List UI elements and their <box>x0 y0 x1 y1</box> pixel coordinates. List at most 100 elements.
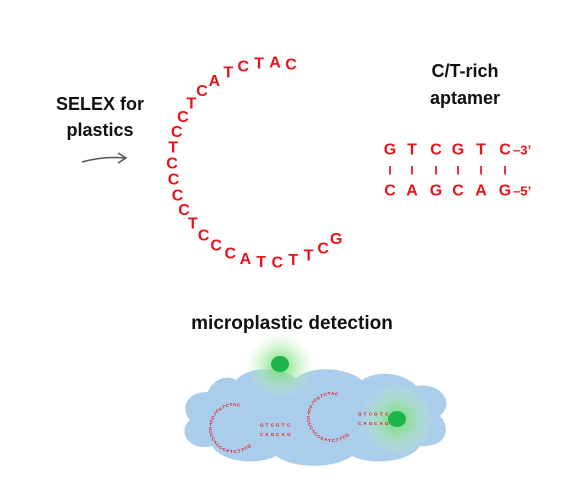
stem-top-base: C <box>287 422 291 427</box>
loop-base: T <box>230 402 233 407</box>
stem-top-base: C <box>271 422 275 427</box>
loop-base: T <box>339 436 342 441</box>
stem-top-base: C <box>499 142 511 159</box>
loop-base: C <box>310 426 314 431</box>
loop-base: A <box>233 402 237 407</box>
five-prime-end: –5’ <box>513 184 531 199</box>
loop-base: C <box>342 435 346 440</box>
stem-top-base: T <box>282 422 285 427</box>
loop-base: T <box>254 55 264 72</box>
loop-base: C <box>177 109 189 126</box>
loop-base: C <box>209 426 213 431</box>
stem-bottom-base: G <box>430 183 442 200</box>
loop-base: C <box>237 402 241 407</box>
stem-bottom-base: C <box>358 421 362 426</box>
loop-base: G <box>330 231 342 248</box>
loop-base: C <box>210 433 214 438</box>
stem-top-base: G <box>358 411 362 416</box>
loop-base: T <box>312 401 315 406</box>
stem-bottom-base: C <box>276 432 280 437</box>
loop-base: C <box>309 404 313 409</box>
loop-base: C <box>324 392 328 397</box>
aptamer-label-line2: aptamer <box>430 88 500 108</box>
loop-base: C <box>223 447 227 452</box>
loop-base: C <box>321 436 325 441</box>
stem-top-base: T <box>380 411 383 416</box>
stem-top-base: G <box>452 142 464 159</box>
loop-base: T <box>209 422 212 427</box>
loop-base: T <box>214 412 217 417</box>
loop-base: C <box>216 443 220 448</box>
stem-top-base: T <box>265 422 268 427</box>
loop-base: C <box>196 83 208 100</box>
stem-bottom-base: C <box>384 183 396 200</box>
loop-base: C <box>210 237 222 254</box>
loop-base: T <box>307 411 310 416</box>
loop-base: A <box>219 406 223 411</box>
loop-base: C <box>317 434 321 439</box>
loop-base: A <box>324 437 328 442</box>
loop-base: T <box>320 393 323 398</box>
loop-base: C <box>308 422 312 427</box>
loop-base: C <box>178 202 190 219</box>
stem-bottom-base: G <box>499 183 511 200</box>
loop-base: T <box>304 248 314 265</box>
stem-bottom-base: C <box>452 183 464 200</box>
stem-bottom-base: A <box>406 183 418 200</box>
stem-top-base: C <box>385 411 389 416</box>
stem-top-base: G <box>374 411 378 416</box>
base-pair-mark: I <box>479 164 482 178</box>
base-pair-mark: I <box>456 164 459 178</box>
loop-base: C <box>307 415 311 420</box>
microplastic-particle-icon <box>271 356 289 372</box>
loop-base: T <box>238 448 241 453</box>
right-arrow-icon <box>81 152 128 164</box>
base-pair-mark: I <box>434 164 437 178</box>
loop-base: T <box>328 438 331 443</box>
stem-bottom-base: G <box>369 421 373 426</box>
loop-base: C <box>317 240 329 257</box>
stem-bottom-base: A <box>379 421 383 426</box>
loop-base: C <box>314 398 318 403</box>
loop-base: T <box>222 404 225 409</box>
stem-bottom-base: G <box>271 432 275 437</box>
stem-top-base: G <box>260 422 264 427</box>
base-pair-mark: I <box>410 164 413 178</box>
loop-base: T <box>230 449 233 454</box>
microplastic-particle-icon <box>388 411 406 427</box>
loop-base: C <box>332 438 336 443</box>
loop-base: C <box>219 445 223 450</box>
loop-base: A <box>240 251 252 268</box>
loop-base: T <box>188 216 198 233</box>
loop-base: C <box>226 403 230 408</box>
loop-base: C <box>172 187 184 204</box>
stem-bottom-base: C <box>260 432 264 437</box>
selex-label-line1: SELEX for <box>56 94 144 114</box>
stem-bottom-base: A <box>363 421 367 426</box>
stem-bottom-base: A <box>265 432 269 437</box>
stem-top-base: C <box>430 142 442 159</box>
base-pair-mark: I <box>388 164 391 178</box>
loop-base: T <box>336 437 339 442</box>
stem-bottom-base: A <box>475 183 487 200</box>
stem-top-base: G <box>384 142 396 159</box>
loop-base: A <box>317 395 321 400</box>
loop-base: C <box>335 391 339 396</box>
loop-base: C <box>166 156 178 173</box>
stem-top-base: T <box>363 411 366 416</box>
loop-base: T <box>187 95 197 112</box>
loop-base: C <box>212 437 216 442</box>
loop-base: C <box>234 449 238 454</box>
loop-base: C <box>216 409 220 414</box>
loop-base: T <box>214 440 217 445</box>
loop-base: C <box>209 430 213 435</box>
loop-base: G <box>247 444 251 449</box>
loop-base: G <box>345 433 349 438</box>
loop-base: C <box>198 227 210 244</box>
stem-bottom-base: G <box>385 421 389 426</box>
loop-base: C <box>211 415 215 420</box>
loop-base: C <box>285 56 297 73</box>
stem-top-base: T <box>476 142 486 159</box>
